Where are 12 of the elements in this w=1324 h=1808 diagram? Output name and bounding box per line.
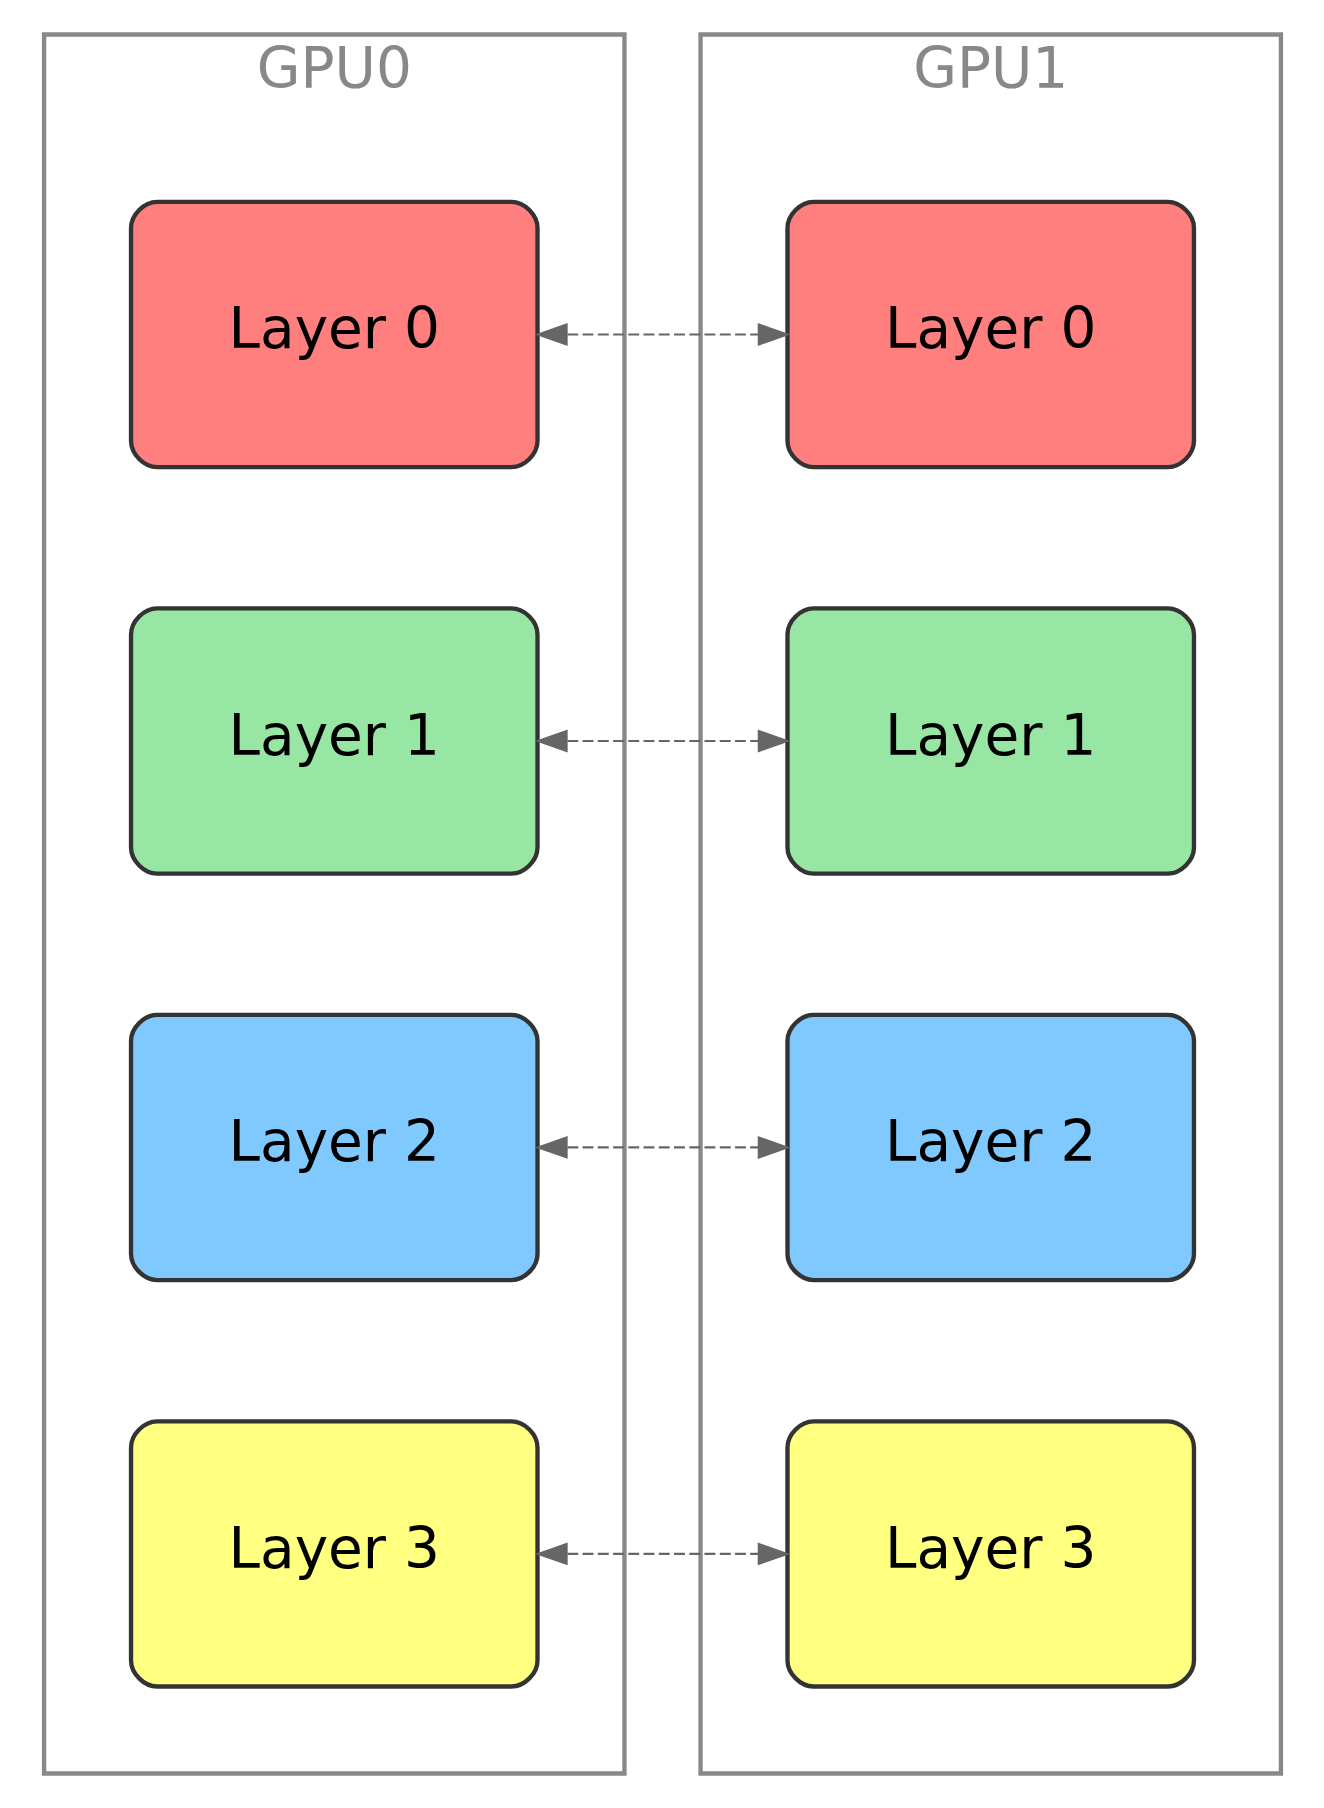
arrow bbox=[534, 323, 790, 346]
node-box: Layer 2 bbox=[128, 1012, 540, 1283]
node-box: Layer 3 bbox=[784, 1419, 1196, 1689]
node-box: Layer 1 bbox=[784, 606, 1196, 876]
node-box: Layer 2 bbox=[784, 1012, 1196, 1283]
arrow bbox=[534, 729, 790, 753]
node-box: Layer 0 bbox=[128, 199, 540, 470]
arrow bbox=[534, 1136, 790, 1159]
node-box: Layer 3 bbox=[128, 1419, 540, 1689]
arrow bbox=[534, 1542, 790, 1566]
node-box: Layer 1 bbox=[128, 606, 540, 876]
node-box: Layer 0 bbox=[784, 199, 1196, 470]
